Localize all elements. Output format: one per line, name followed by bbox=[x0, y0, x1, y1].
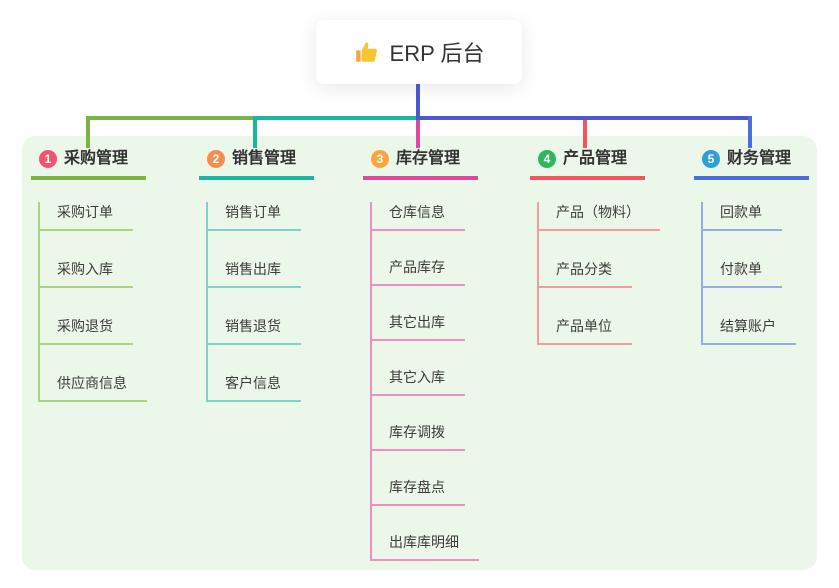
branch-index-badge: 3 bbox=[371, 150, 389, 168]
branch-index-badge: 2 bbox=[207, 150, 225, 168]
branch-label: 产品管理 bbox=[563, 150, 628, 167]
branch-children: 仓库信息 产品库存 其它出库 其它入库 库存调拨 库存盘点 出库库明细 bbox=[370, 202, 479, 561]
connector-root-drop bbox=[416, 84, 420, 118]
branch-node-product[interactable]: 4 产品管理 bbox=[530, 148, 645, 180]
branch-inventory: 3 库存管理 仓库信息 产品库存 其它出库 其它入库 库存调拨 库存盘点 出库库… bbox=[363, 148, 479, 561]
child-node[interactable]: 仓库信息 bbox=[372, 202, 465, 231]
branch-label: 财务管理 bbox=[727, 150, 792, 167]
connector-drop-purchase bbox=[86, 116, 90, 148]
branch-index-badge: 4 bbox=[538, 150, 556, 168]
child-node[interactable]: 其它出库 bbox=[372, 312, 465, 341]
branch-children: 销售订单 销售出库 销售退货 客户信息 bbox=[206, 202, 314, 402]
branch-node-purchase[interactable]: 1 采购管理 bbox=[31, 148, 146, 180]
child-node[interactable]: 产品（物料） bbox=[539, 202, 660, 231]
child-node[interactable]: 供应商信息 bbox=[40, 373, 147, 402]
mindmap-panel bbox=[22, 136, 817, 570]
connector-drop-product bbox=[583, 120, 587, 148]
child-node[interactable]: 销售退货 bbox=[208, 316, 301, 345]
branch-label: 库存管理 bbox=[396, 150, 461, 167]
child-node[interactable]: 库存调拨 bbox=[372, 422, 465, 451]
thumbs-up-icon bbox=[354, 39, 380, 65]
branch-children: 回款单 付款单 结算账户 bbox=[701, 202, 809, 345]
connector-drop-finance bbox=[748, 116, 752, 148]
child-node[interactable]: 结算账户 bbox=[703, 316, 796, 345]
branch-index-badge: 1 bbox=[39, 150, 57, 168]
child-node[interactable]: 销售订单 bbox=[208, 202, 301, 231]
connector-bus-segment-1 bbox=[86, 116, 253, 120]
branch-sales: 2 销售管理 销售订单 销售出库 销售退货 客户信息 bbox=[199, 148, 314, 402]
connector-drop-inventory bbox=[416, 120, 420, 148]
child-node[interactable]: 付款单 bbox=[703, 259, 782, 288]
branch-node-sales[interactable]: 2 销售管理 bbox=[199, 148, 314, 180]
child-node[interactable]: 客户信息 bbox=[208, 373, 301, 402]
child-node[interactable]: 采购退货 bbox=[40, 316, 133, 345]
child-node[interactable]: 回款单 bbox=[703, 202, 782, 231]
child-node[interactable]: 产品分类 bbox=[539, 259, 632, 288]
child-node[interactable]: 采购订单 bbox=[40, 202, 133, 231]
branch-label: 销售管理 bbox=[232, 150, 297, 167]
branch-finance: 5 财务管理 回款单 付款单 结算账户 bbox=[694, 148, 809, 345]
branch-node-inventory[interactable]: 3 库存管理 bbox=[363, 148, 478, 180]
child-node[interactable]: 销售出库 bbox=[208, 259, 301, 288]
branch-product: 4 产品管理 产品（物料） 产品分类 产品单位 bbox=[530, 148, 660, 345]
child-node[interactable]: 出库库明细 bbox=[372, 532, 479, 561]
connector-bus-segment-3 bbox=[416, 116, 752, 120]
child-node[interactable]: 采购入库 bbox=[40, 259, 133, 288]
branch-index-badge: 5 bbox=[702, 150, 720, 168]
child-node[interactable]: 产品单位 bbox=[539, 316, 632, 345]
root-label: ERP 后台 bbox=[389, 41, 485, 66]
connector-drop-sales bbox=[253, 116, 257, 148]
branch-children: 采购订单 采购入库 采购退货 供应商信息 bbox=[38, 202, 147, 402]
branch-children: 产品（物料） 产品分类 产品单位 bbox=[537, 202, 660, 345]
child-node[interactable]: 其它入库 bbox=[372, 367, 465, 396]
connector-bus-segment-2 bbox=[253, 116, 418, 120]
branch-purchase: 1 采购管理 采购订单 采购入库 采购退货 供应商信息 bbox=[31, 148, 147, 402]
child-node[interactable]: 库存盘点 bbox=[372, 477, 465, 506]
child-node[interactable]: 产品库存 bbox=[372, 257, 465, 286]
root-node[interactable]: ERP 后台 bbox=[316, 20, 522, 84]
branch-label: 采购管理 bbox=[64, 150, 129, 167]
branch-node-finance[interactable]: 5 财务管理 bbox=[694, 148, 809, 180]
